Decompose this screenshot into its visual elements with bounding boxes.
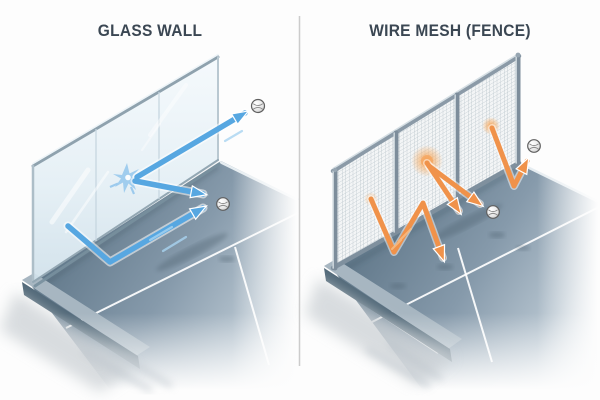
- erratic-bounce-arrow: [489, 125, 530, 189]
- speed-streaks: [148, 129, 244, 253]
- mesh-trajectory-arrows: [367, 124, 531, 264]
- erratic-drop-arrow: [426, 163, 485, 208]
- trajectory-shadows: [156, 204, 530, 289]
- impact-star-icon: [109, 163, 142, 195]
- rebound-out-arrow: [132, 178, 209, 199]
- speed-streaks: [391, 228, 412, 250]
- ball-icon: [527, 139, 541, 153]
- balls: [216, 98, 541, 219]
- panel-title-glass-wall: GLASS WALL: [97, 22, 203, 40]
- glass-trajectory-arrows: [63, 108, 250, 267]
- fence-post-cap: [515, 52, 521, 58]
- fence-post-cap: [332, 167, 338, 173]
- panel-title-wire-mesh: WIRE MESH (FENCE): [369, 22, 531, 40]
- fence-top-rail: [330, 53, 522, 174]
- rebound-up-arrow: [134, 110, 250, 180]
- ball-icon: [250, 98, 266, 114]
- erratic-zigzag-arrow: [368, 196, 446, 264]
- ball-icon: [486, 205, 500, 219]
- glass-reflections: [49, 83, 188, 234]
- soft-shadows: [0, 278, 452, 393]
- glass-frame: [31, 53, 221, 288]
- ball-icon: [216, 197, 230, 211]
